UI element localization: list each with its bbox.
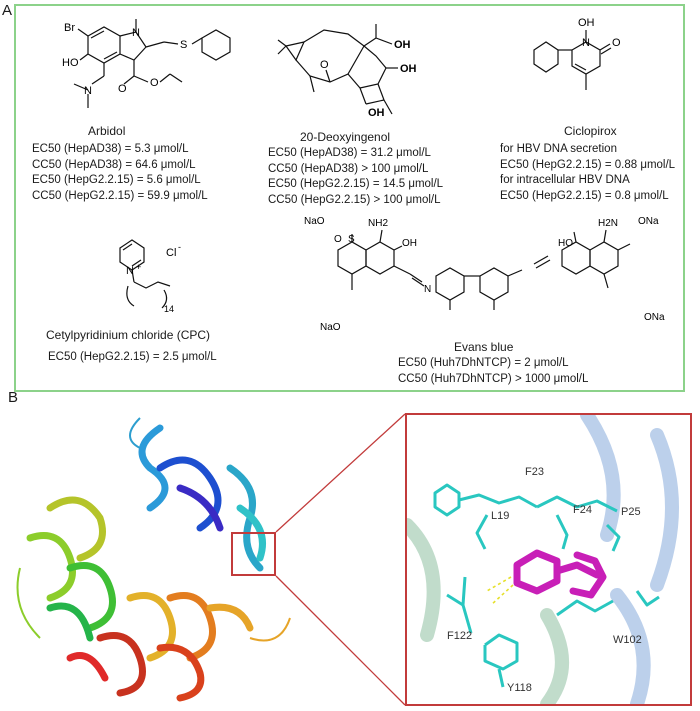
cpc-name: Cetylpyridinium chloride (CPC) — [46, 328, 211, 342]
zoom-region-box — [231, 532, 276, 576]
panel-label-b: B — [8, 389, 19, 406]
ciclopirox-value-line: for HBV DNA secretion — [500, 143, 617, 155]
arbidol-value-line: EC50 (HepAD38) = 5.3 μmol/L — [32, 143, 189, 155]
evans-blue-value-line: EC50 (Huh7DhNTCP) = 2 μmol/L — [398, 357, 569, 369]
evans-atom-oha: OH — [402, 238, 417, 249]
evans-atom-ona2: ONa — [644, 312, 665, 323]
deoxyingenol-value-line: EC50 (HepAD38) = 31.2 μmol/L — [268, 147, 431, 159]
cpc-atom-cl: Cl — [166, 247, 176, 259]
ciclopirox-name: Ciclopirox — [564, 124, 617, 138]
residue-label-f24: F24 — [573, 504, 592, 516]
arbidol-atom-o1: O — [118, 83, 127, 95]
ciclopirox-structure: OH N O — [533, 17, 621, 90]
arbidol-value-line: CC50 (HepAD38) = 64.6 μmol/L — [32, 158, 196, 171]
deoxyingenol-atom-o: O — [320, 59, 329, 71]
evans-blue-name: Evans blue — [454, 340, 514, 354]
ciclopirox-values: for HBV DNA secretion EC50 (HepG2.2.15) … — [500, 142, 675, 204]
cpc-structure: N + Cl - 14 — [119, 239, 181, 314]
cpc-atom-n: N — [126, 265, 134, 277]
evans-atom-nao1: NaO — [304, 216, 325, 227]
evans-atom-nh2a: NH2 — [368, 218, 388, 229]
arbidol-name: Arbidol — [88, 124, 126, 138]
deoxyingenol-values: EC50 (HepAD38) = 31.2 μmol/L CC50 (HepAD… — [268, 146, 443, 208]
ciclopirox-atom-oh: OH — [578, 17, 595, 29]
ciclopirox-value-line: for intracellular HBV DNA — [500, 174, 630, 186]
binding-site-inset: F23 L19 F24 P25 F122 W102 Y118 — [405, 413, 692, 706]
evans-blue-structure: NaO NH2 OH NaO ONa H2N HO ONa S O N — [304, 216, 665, 333]
evans-atom-ona1: ONa — [638, 216, 659, 227]
cpc-values: EC50 (HepG2.2.15) = 2.5 μmol/L — [48, 350, 217, 366]
deoxyingenol-atom-oh1: OH — [394, 39, 411, 51]
arbidol-structure: Br HO N S N O O — [62, 19, 231, 108]
ciclopirox-atom-n: N — [582, 37, 590, 49]
arbidol-atom-n-amine: N — [84, 85, 92, 97]
ciclopirox-value-line: EC50 (HepG2.2.15) = 0.8 μmol/L — [500, 189, 669, 202]
evans-atom-n: N — [424, 284, 431, 295]
residue-label-f23: F23 — [525, 466, 544, 478]
panel-label-a: A — [2, 2, 13, 19]
cpc-atom-plus: + — [136, 262, 141, 272]
residue-label-p25: P25 — [621, 506, 641, 518]
residue-label-f122: F122 — [447, 630, 472, 642]
evans-atom-s: S — [348, 234, 355, 245]
arbidol-atom-o2: O — [150, 77, 159, 89]
arbidol-atom-ho: HO — [62, 57, 79, 69]
deoxyingenol-value-line: CC50 (HepG2.2.15) > 100 μmol/L — [268, 193, 441, 206]
deoxyingenol-structure: OH OH OH O — [277, 24, 417, 119]
cpc-atom-minus: - — [178, 242, 181, 252]
deoxyingenol-atom-oh3: OH — [368, 107, 385, 119]
cpc-value-line: EC50 (HepG2.2.15) = 2.5 μmol/L — [48, 351, 217, 363]
binding-site-illustration: F23 L19 F24 P25 F122 W102 Y118 — [407, 415, 679, 704]
arbidol-atom-n-ring: N — [132, 27, 140, 39]
arbidol-value-line: EC50 (HepG2.2.15) = 5.6 μmol/L — [32, 174, 201, 186]
evans-atom-ohb: HO — [558, 238, 573, 249]
deoxyingenol-value-line: CC50 (HepAD38) > 100 μmol/L — [268, 162, 429, 175]
deoxyingenol-value-line: EC50 (HepG2.2.15) = 14.5 μmol/L — [268, 178, 444, 190]
arbidol-values: EC50 (HepAD38) = 5.3 μmol/L CC50 (HepAD3… — [32, 142, 208, 204]
evans-blue-value-line: CC50 (Huh7DhNTCP) > 1000 μmol/L — [398, 372, 589, 385]
residue-label-l19: L19 — [491, 510, 509, 522]
ciclopirox-value-line: EC50 (HepG2.2.15) = 0.88 μmol/L — [500, 158, 676, 171]
evans-atom-o: O — [334, 234, 342, 245]
evans-atom-nh2b: H2N — [598, 218, 618, 229]
panel-a-compounds: Br HO N S N O O Arbidol EC50 (HepAD38) =… — [14, 4, 685, 392]
deoxyingenol-name: 20-Deoxyingenol — [300, 130, 391, 144]
cpc-atom-sub: 14 — [164, 304, 174, 314]
residue-label-w102: W102 — [613, 634, 642, 646]
evans-atom-nao2: NaO — [320, 322, 341, 333]
residue-label-y118: Y118 — [507, 682, 532, 694]
deoxyingenol-atom-oh2: OH — [400, 63, 417, 75]
protein-ribbon-illustration — [16, 417, 291, 702]
ciclopirox-atom-o: O — [612, 37, 621, 49]
arbidol-value-line: CC50 (HepG2.2.15) = 59.9 μmol/L — [32, 189, 208, 202]
arbidol-atom-s: S — [180, 39, 187, 51]
evans-blue-values: EC50 (Huh7DhNTCP) = 2 μmol/L CC50 (Huh7D… — [398, 356, 588, 387]
arbidol-atom-br: Br — [64, 22, 75, 34]
